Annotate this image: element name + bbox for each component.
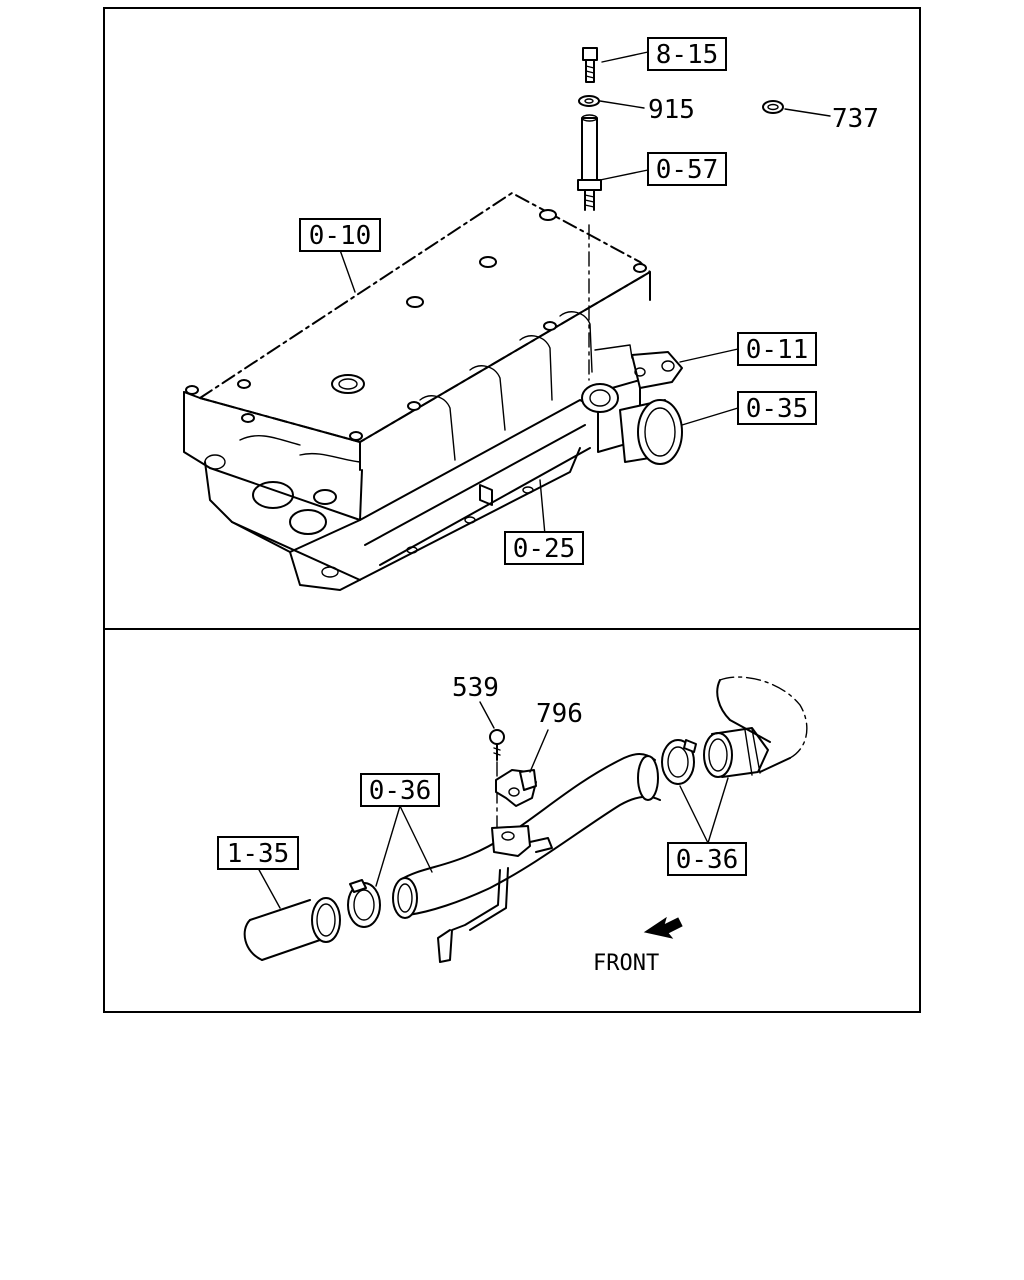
front-label: FRONT	[593, 951, 659, 976]
lower-panel-frame	[103, 628, 921, 1013]
callout-1-35-text: 1-35	[227, 839, 290, 869]
callout-0-11: 0-11	[737, 332, 817, 366]
cylinder-head-drawing	[183, 192, 683, 591]
callout-0-35-text: 0-35	[746, 394, 809, 424]
callout-0-57: 0-57	[647, 152, 727, 186]
callout-796-text: 796	[536, 699, 583, 729]
callout-0-35: 0-35	[737, 391, 817, 425]
callout-8-15-text: 8-15	[656, 40, 719, 70]
o-ring-737	[762, 100, 784, 114]
front-arrow-icon	[643, 916, 683, 939]
callout-0-25-text: 0-25	[513, 534, 576, 564]
callout-0-36-right-text: 0-36	[676, 845, 739, 875]
callout-0-25: 0-25	[504, 531, 584, 565]
callout-8-15: 8-15	[647, 37, 727, 71]
callout-915-text: 915	[648, 95, 695, 125]
callout-0-36-left-text: 0-36	[369, 776, 432, 806]
bolt-stack	[577, 47, 602, 381]
lower-leaders	[257, 701, 729, 909]
callout-539-text: 539	[452, 673, 499, 703]
callout-1-35: 1-35	[217, 836, 299, 870]
callout-0-10-text: 0-10	[309, 221, 372, 251]
callout-737-text: 737	[832, 104, 879, 134]
callout-0-36-right: 0-36	[667, 842, 747, 876]
callout-0-36-left: 0-36	[360, 773, 440, 807]
upper-leaders	[339, 51, 831, 536]
callout-0-10: 0-10	[299, 218, 381, 252]
intake-duct-drawing	[243, 676, 808, 963]
callout-0-11-text: 0-11	[746, 335, 809, 365]
callout-0-57-text: 0-57	[656, 155, 719, 185]
